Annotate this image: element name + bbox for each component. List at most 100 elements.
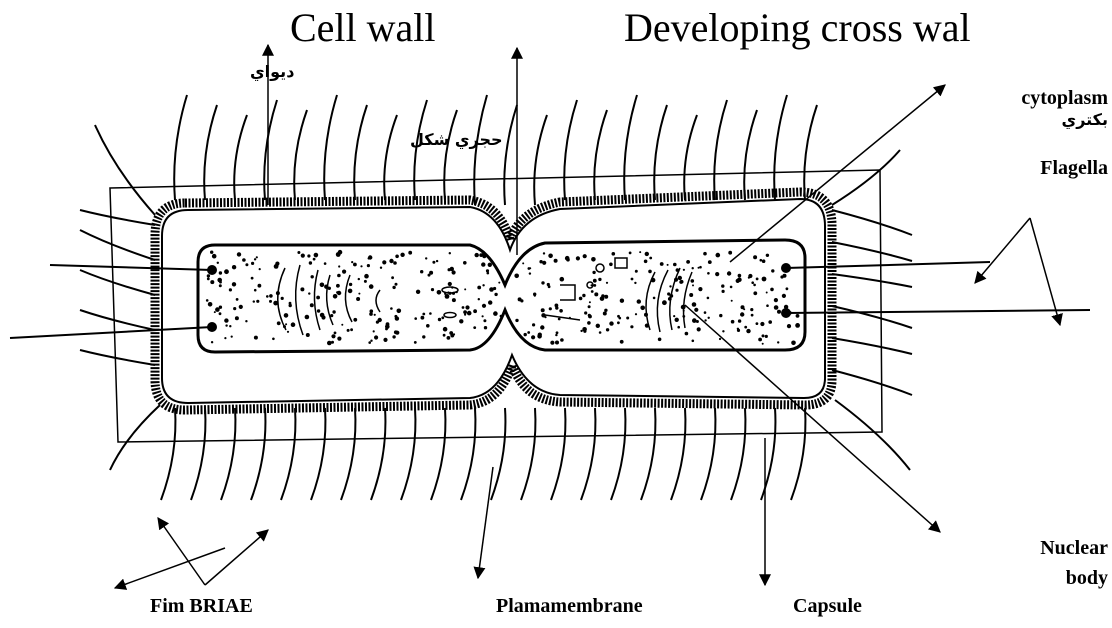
granule [482,304,486,308]
granule [531,335,535,339]
fimbria [832,338,912,354]
granule [207,278,210,281]
granule [306,333,310,337]
granule [703,252,707,256]
granule [719,338,721,340]
fimbria [80,210,155,225]
granule [736,279,740,283]
granule [604,295,608,299]
granule [266,295,269,298]
fimbria [414,100,427,200]
granule [738,274,742,278]
granule [653,297,656,300]
granule [443,334,446,337]
granule [383,338,387,342]
granule [539,260,542,263]
fimbriae-arrow-3 [205,530,268,585]
granule [393,261,397,265]
granule [482,253,486,257]
granule [617,321,620,324]
granule [722,330,724,332]
fimbria [832,242,912,261]
granule [467,311,472,316]
fimbria [491,408,505,500]
granule [667,292,670,295]
granule [796,314,800,318]
granule [603,312,607,316]
granule [274,264,279,269]
plasma-membrane-label: Plamamembrane [496,596,643,616]
granule [555,341,559,345]
fimbria [832,306,912,328]
cytoplasm-label: cytoplasm [1021,88,1108,108]
granule [214,311,216,313]
granule [391,276,394,279]
granule [368,255,372,259]
granule [500,315,503,318]
granule [780,275,783,278]
granule [719,314,722,317]
granule [420,270,423,273]
granule [253,300,255,302]
granule [374,335,378,339]
granule [716,253,721,258]
granule [392,286,395,289]
granule [477,286,481,290]
granule [727,271,731,275]
granule [429,271,433,275]
granule [373,330,375,332]
fimbria [761,408,775,500]
granule [707,297,710,300]
granule [336,284,340,288]
granule [715,272,719,276]
granule [698,287,702,291]
granule [337,274,341,278]
granule [673,263,677,267]
granule [425,257,427,259]
granule [478,298,480,300]
granule [342,270,346,274]
granule [285,323,287,325]
fimbria [191,408,205,500]
granule [596,324,600,328]
granule [341,324,343,326]
granule [645,252,649,256]
granule [254,258,256,260]
granule [215,307,220,312]
plasma-membrane-outline [198,240,805,352]
granule [787,324,791,328]
granule [374,314,376,316]
granule [560,338,564,342]
granule [242,258,246,262]
granule [237,252,241,256]
granule [744,326,747,329]
granule [210,251,213,254]
granule [728,251,732,255]
granule [450,334,454,338]
granule [593,279,597,283]
granule [432,261,435,264]
granule [660,262,664,266]
granule [619,317,622,320]
granule [753,284,756,287]
fimbria [581,408,595,500]
granule [677,326,680,329]
granule [704,319,706,321]
granule [225,324,227,326]
fimbria [474,95,487,205]
granule [351,261,353,263]
granule [634,282,636,284]
granule [753,255,757,259]
granule [232,265,236,269]
granule [386,322,390,326]
granule [484,326,487,329]
granule [774,305,779,310]
granule [691,279,695,283]
fimbria [624,95,637,200]
granule [631,278,634,281]
cell-wall-label: Cell wall [290,8,436,48]
granule [685,332,689,336]
granule [692,302,697,307]
granule [609,263,613,267]
